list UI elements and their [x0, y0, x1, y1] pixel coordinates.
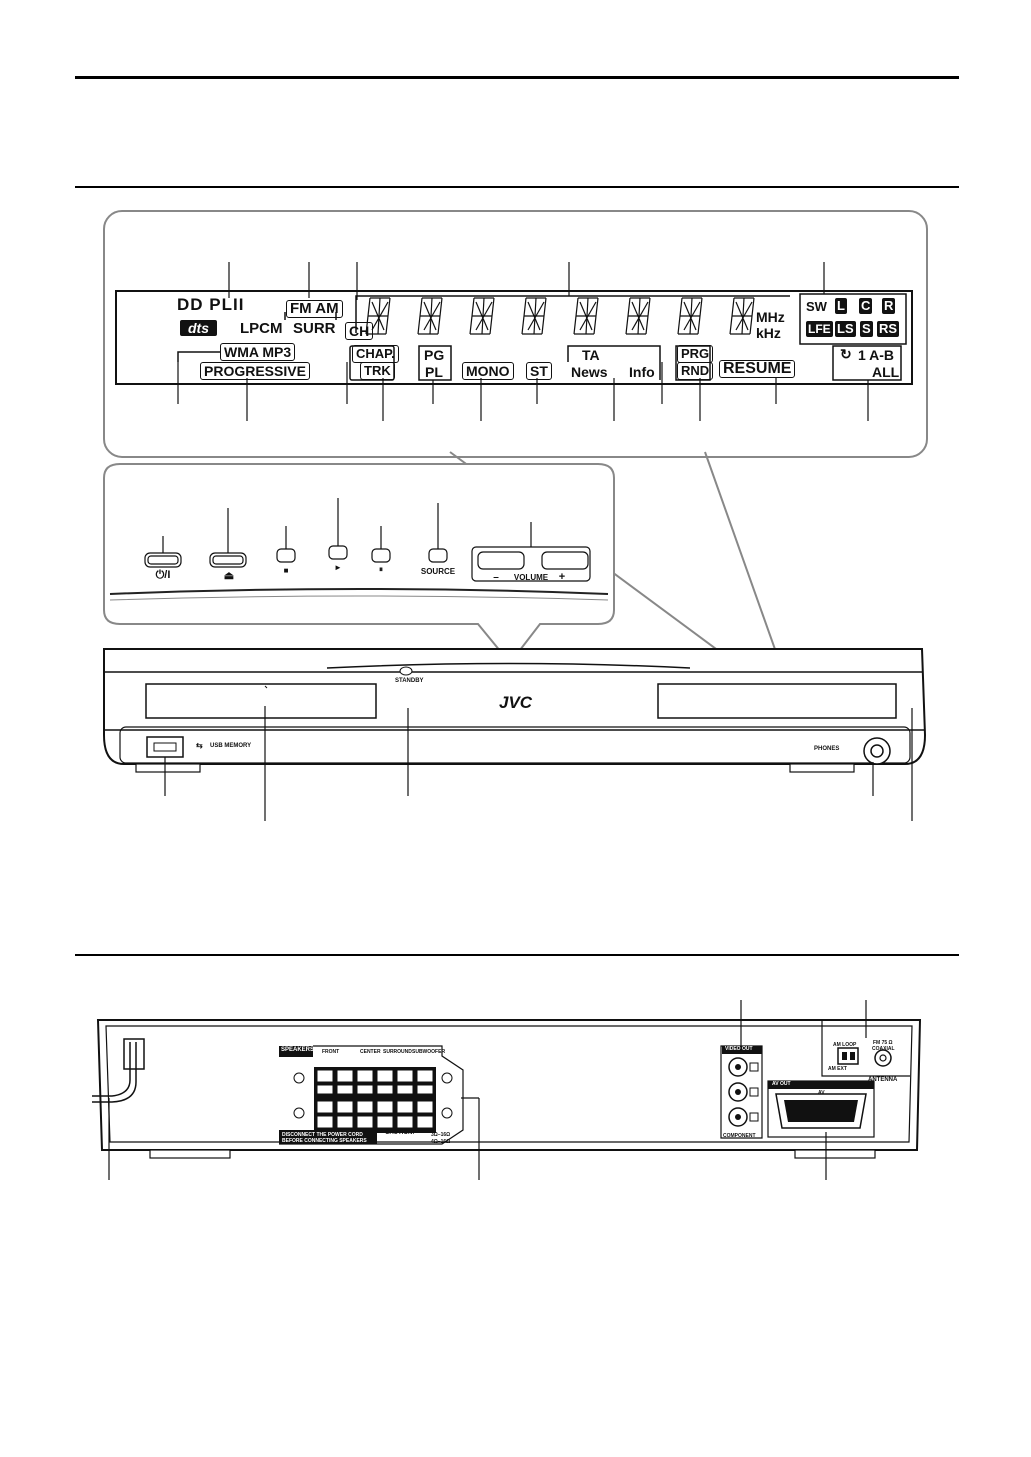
- dts-logo: dts: [180, 320, 217, 336]
- av-label: AV: [818, 1090, 825, 1096]
- ls-indicator: LS: [835, 321, 856, 337]
- lfe-indicator: LFE: [806, 321, 833, 337]
- wma-mp3-indicator: WMA MP3: [220, 343, 296, 361]
- am-ext-label: AM EXT: [828, 1066, 847, 1072]
- fm-am-indicator: FM AM: [286, 300, 343, 318]
- stop-button[interactable]: ■: [283, 566, 289, 575]
- chap-indicator: CHAP.: [352, 345, 399, 363]
- resume-indicator: RESUME: [719, 360, 796, 378]
- center-label: CENTER: [360, 1049, 381, 1055]
- lpcm-indicator: LPCM: [240, 320, 283, 337]
- section-rule-2: [75, 954, 959, 956]
- digit-display: [365, 297, 755, 335]
- rs-indicator: RS: [877, 321, 900, 337]
- jvc-logo: JVC: [499, 693, 533, 712]
- ch-indicator: CH: [345, 322, 374, 340]
- repeat-indicator: 1 A-B: [858, 347, 895, 363]
- surround-label: SURROUND: [383, 1049, 412, 1055]
- news-indicator: News: [571, 364, 608, 380]
- eject-button[interactable]: ⏏: [223, 570, 235, 582]
- info-indicator: Info: [629, 364, 655, 380]
- front-label: FRONT: [322, 1049, 340, 1055]
- pause-button[interactable]: ⏸: [379, 565, 383, 574]
- caution-line1: DISCONNECT THE POWER CORD: [282, 1132, 363, 1138]
- component-label: COMPONENT: [723, 1133, 756, 1139]
- front-illustration: [103, 210, 928, 821]
- impedance-1: 3Ω–16Ω: [431, 1132, 451, 1138]
- standby-label: STANDBY: [395, 678, 424, 684]
- caution-line2: BEFORE CONNECTING SPEAKERS: [282, 1138, 367, 1144]
- section-rule-1: [75, 186, 959, 188]
- surr-indicator: SURR: [293, 320, 336, 337]
- volume-minus-button[interactable]: –: [493, 572, 499, 583]
- rear-illustration: [92, 1000, 922, 1180]
- speakers-label: SPEAKERS: [281, 1047, 315, 1053]
- usb-icon: ⇆: [196, 741, 203, 750]
- av-out-label: AV OUT: [772, 1081, 791, 1087]
- antenna-label: ANTENNA: [868, 1077, 898, 1083]
- coaxial-label: COAXIAL: [872, 1046, 895, 1052]
- pl-indicator: PL: [425, 364, 443, 380]
- prg-indicator: PRG: [677, 345, 714, 363]
- ta-indicator: TA: [582, 347, 600, 363]
- all-indicator: ALL: [872, 364, 900, 380]
- st-indicator: ST: [526, 362, 552, 380]
- caution-title: CAUTION:: [385, 1130, 415, 1136]
- khz-indicator: kHz: [756, 325, 781, 341]
- pg-indicator: PG: [424, 347, 445, 363]
- volume-plus-button[interactable]: +: [558, 571, 566, 583]
- repeat-icon: ↻: [840, 346, 852, 362]
- l-indicator: L: [835, 298, 847, 314]
- impedance-2: 4Ω–16Ω: [431, 1139, 451, 1145]
- power-button[interactable]: ⏻/I: [155, 569, 171, 581]
- mono-indicator: MONO: [462, 362, 514, 380]
- trk-indicator: TRK: [360, 362, 395, 380]
- rnd-indicator: RND: [677, 362, 714, 380]
- source-button[interactable]: SOURCE: [420, 567, 456, 576]
- top-rule: [75, 76, 959, 79]
- video-out-label: VIDEO OUT: [725, 1046, 753, 1052]
- subwoofer-label: SUBWOOFER: [412, 1049, 446, 1055]
- mhz-indicator: MHz: [756, 309, 785, 325]
- play-button[interactable]: ►: [334, 563, 342, 572]
- fm75-label: FM 75 Ω: [873, 1040, 893, 1046]
- usb-label: USB MEMORY: [210, 743, 252, 749]
- phones-label: PHONES: [814, 746, 840, 752]
- c-indicator: C: [859, 298, 873, 314]
- sw-indicator: SW: [806, 299, 827, 314]
- dolby-logo: DD PLII: [177, 295, 245, 314]
- am-loop-label: AM LOOP: [833, 1042, 857, 1048]
- r-indicator: R: [882, 298, 896, 314]
- s-indicator: S: [860, 321, 873, 337]
- progressive-indicator: PROGRESSIVE: [200, 362, 310, 380]
- volume-label: VOLUME: [513, 573, 549, 582]
